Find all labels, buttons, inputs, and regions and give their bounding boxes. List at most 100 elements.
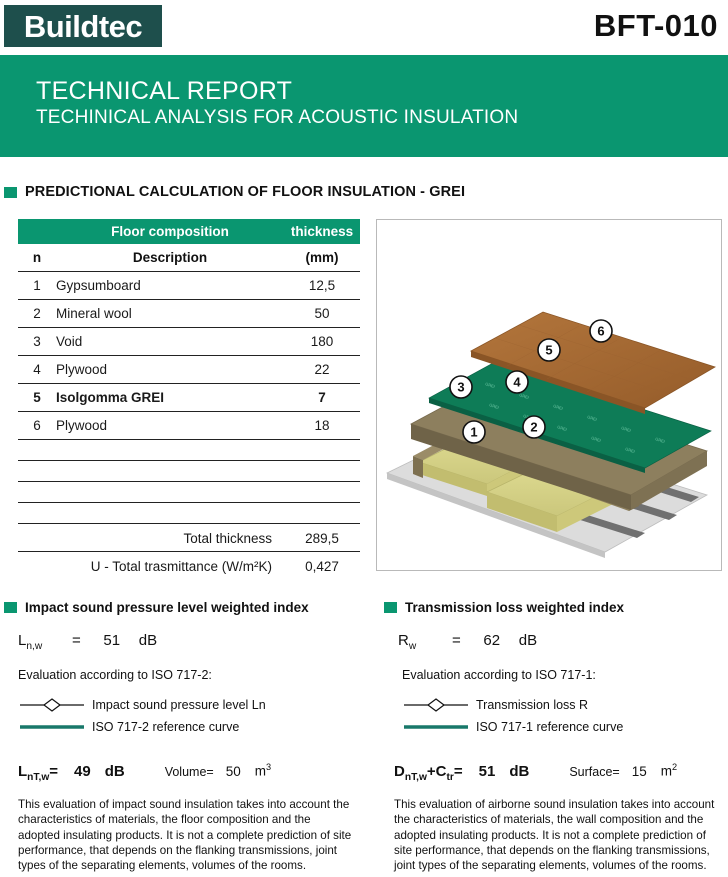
- transmission-index-value: 62: [483, 632, 501, 649]
- transmission-result-value: 51: [478, 762, 496, 780]
- legend-item: Transmission loss R: [402, 694, 728, 716]
- table-row: 2 Mineral wool 50: [18, 299, 360, 328]
- row-description: Isolgomma GREI: [56, 383, 284, 412]
- legend-label: Impact sound pressure level Ln: [92, 698, 266, 712]
- table-row: 6 Plywood 18: [18, 411, 360, 440]
- transmission-index-equals: =: [452, 632, 461, 649]
- title-banner: TECHNICAL REPORT TECHINICAL ANALYSIS FOR…: [0, 55, 728, 157]
- impact-evaluation-text: Evaluation according to ISO 717-2:: [18, 668, 212, 682]
- report-title: TECHNICAL REPORT: [36, 77, 293, 105]
- row-index: 3: [18, 327, 56, 356]
- transmission-panel-title: Transmission loss weighted index: [405, 600, 625, 615]
- transmission-loss-panel: Transmission loss weighted index Rw = 62…: [376, 600, 728, 738]
- callout-6: 6: [589, 319, 613, 343]
- line-diamond-icon: [402, 697, 476, 713]
- thick-green-line-icon: [402, 719, 476, 735]
- transmittance-label: U - Total trasmittance (W/m²K): [90, 559, 272, 574]
- legend-label: ISO 717-1 reference curve: [476, 720, 624, 734]
- row-thickness: 12,5: [284, 271, 360, 300]
- transmission-note: This evaluation of airborne sound insula…: [394, 798, 715, 873]
- report-subtitle: TECHINICAL ANALYSIS FOR ACOUSTIC INSULAT…: [36, 107, 519, 128]
- transmission-panel-heading: Transmission loss weighted index: [384, 600, 728, 615]
- table-row: 3 Void 180: [18, 327, 360, 356]
- transmission-legend: Transmission loss R ISO 717-1 reference …: [402, 694, 728, 738]
- impact-result-unit: dB: [104, 762, 125, 780]
- thick-green-line-icon: [18, 719, 92, 735]
- total-thickness-row: Total thickness 289,5: [18, 523, 360, 552]
- row-thickness: 50: [284, 299, 360, 328]
- impact-result-value: 49: [74, 762, 91, 780]
- impact-panel-title: Impact sound pressure level weighted ind…: [25, 600, 309, 615]
- impact-note: This evaluation of impact sound insulati…: [18, 798, 352, 873]
- table-group-header-row: Floor composition thickness: [18, 219, 360, 244]
- svg-text:GREI: GREI: [587, 414, 598, 422]
- callout-2: 2: [522, 415, 546, 439]
- floor-buildup-diagram: GREI GREI GREI GREI GREI GREI GREI GREI …: [376, 219, 722, 571]
- total-thickness-value: 289,5: [284, 523, 360, 552]
- volume-unit: m3: [254, 762, 272, 779]
- svg-text:1: 1: [470, 425, 477, 440]
- row-description: Mineral wool: [56, 299, 284, 328]
- legend-item: Impact sound pressure level Ln: [18, 694, 364, 716]
- line-diamond-icon: [18, 697, 92, 713]
- row-thickness: 180: [284, 327, 360, 356]
- group-header-thickness: thickness: [284, 219, 360, 244]
- table-empty-row: [18, 439, 360, 461]
- row-index: 1: [18, 271, 56, 300]
- row-description: Plywood: [56, 411, 284, 440]
- svg-text:GREI: GREI: [591, 435, 602, 443]
- group-header-composition: Floor composition: [56, 219, 284, 244]
- impact-index-unit: dB: [138, 632, 158, 649]
- row-index: 2: [18, 299, 56, 328]
- column-header-description: Description: [56, 244, 284, 272]
- volume-label: Volume=: [164, 764, 214, 779]
- table-empty-row: [18, 502, 360, 524]
- svg-text:GREI: GREI: [485, 381, 496, 389]
- transmission-index-symbol: Rw: [398, 632, 417, 652]
- row-index: 5: [18, 383, 56, 412]
- section-heading-text: PREDICTIONAL CALCULATION OF FLOOR INSULA…: [25, 184, 466, 200]
- svg-text:GREI: GREI: [557, 424, 568, 432]
- table-row: 4 Plywood 22: [18, 355, 360, 384]
- svg-text:GREI: GREI: [553, 403, 564, 411]
- document-code: BFT-010: [593, 8, 718, 43]
- row-thickness: 7: [284, 383, 360, 412]
- svg-text:GREI: GREI: [621, 425, 632, 433]
- impact-index-equals: =: [72, 632, 81, 649]
- brand-logo-text: Buildtec: [23, 8, 143, 44]
- transmission-result-line: DnT,w+Ctr= 51 dB Surface= 15 m2: [394, 762, 677, 783]
- bullet-square-icon: [4, 186, 17, 198]
- section-heading: PREDICTIONAL CALCULATION OF FLOOR INSULA…: [4, 184, 465, 200]
- transmittance-row: U - Total trasmittance (W/m²K) 0,427: [18, 552, 360, 580]
- row-description: Plywood: [56, 355, 284, 384]
- floor-buildup-illustration: GREI GREI GREI GREI GREI GREI GREI GREI …: [385, 311, 716, 558]
- impact-sound-panel: Impact sound pressure level weighted ind…: [0, 600, 364, 738]
- svg-text:GREI: GREI: [625, 446, 636, 454]
- surface-value: 15: [631, 763, 647, 779]
- table-row-highlighted: 5 Isolgomma GREI 7: [18, 383, 360, 412]
- svg-text:6: 6: [597, 324, 604, 339]
- column-header-unit: (mm): [284, 244, 360, 272]
- top-board-layer: [469, 311, 716, 414]
- transmission-result-symbol: DnT,w+Ctr=: [394, 762, 463, 783]
- legend-label: ISO 717-2 reference curve: [92, 720, 240, 734]
- svg-text:4: 4: [513, 375, 521, 390]
- impact-result-line: LnT,w= 49 dB Volume= 50 m3: [18, 762, 271, 783]
- table-column-header-row: n Description (mm): [18, 244, 360, 272]
- legend-label: Transmission loss R: [476, 698, 589, 712]
- callout-1: 1: [462, 420, 486, 444]
- surface-unit: m2: [660, 762, 678, 779]
- column-header-n: n: [18, 244, 56, 272]
- legend-item: ISO 717-1 reference curve: [402, 716, 728, 738]
- bullet-square-icon: [4, 602, 17, 613]
- svg-text:GREI: GREI: [519, 392, 530, 400]
- row-thickness: 18: [284, 411, 360, 440]
- group-header-blank: [18, 219, 56, 244]
- volume-value: 50: [225, 763, 241, 779]
- total-thickness-label: Total thickness: [18, 523, 284, 552]
- document-header: Buildtec BFT-010: [0, 0, 728, 55]
- surface-label: Surface=: [569, 764, 620, 779]
- legend-item: ISO 717-2 reference curve: [18, 716, 364, 738]
- svg-text:GREI: GREI: [655, 436, 666, 444]
- impact-index-line: Ln,w = 51 dB: [18, 632, 364, 652]
